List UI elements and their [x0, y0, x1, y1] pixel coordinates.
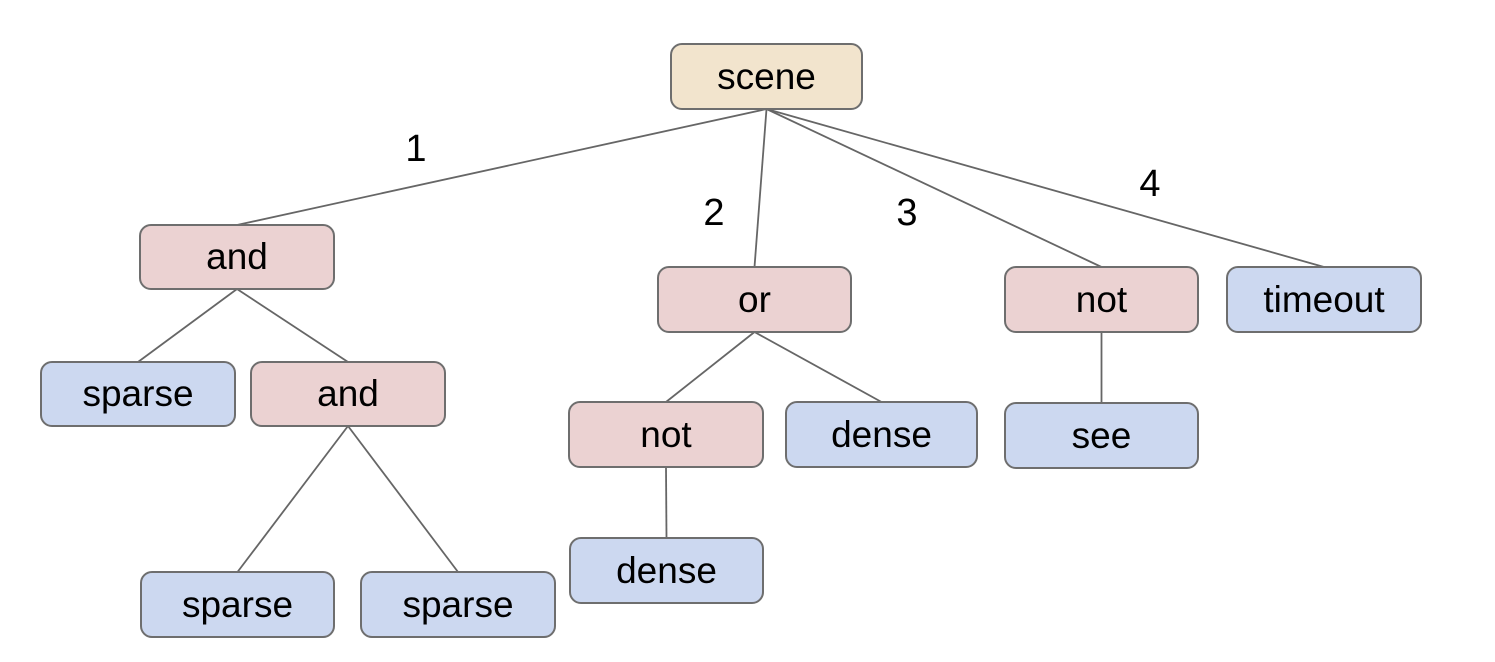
node-label: and: [317, 373, 379, 414]
node-label: not: [1075, 278, 1128, 320]
tree-edge-scene-and-1: [236, 108, 767, 226]
tree-node-dense-2: dense: [569, 537, 764, 604]
tree-node-sparse-3: sparse: [360, 571, 556, 638]
node-label: dense: [616, 549, 717, 591]
tree-node-or-1: or: [657, 266, 852, 333]
tree-edge-and-1-and-2: [236, 288, 349, 363]
tree-node-see-1: see: [1004, 402, 1199, 469]
tree-node-timeout-1: timeout: [1226, 266, 1422, 333]
node-label: sparse: [82, 373, 194, 414]
node-label: or: [738, 278, 771, 320]
node-label: sparse: [402, 583, 514, 625]
edge-label-4: 4: [1139, 163, 1161, 205]
tree-node-not-1: not: [568, 401, 764, 468]
tree-node-dense-1: dense: [785, 401, 978, 468]
node-label: timeout: [1263, 278, 1385, 320]
tree-edge-and-2-sparse-2: [236, 425, 349, 573]
node-label: dense: [831, 413, 932, 455]
tree-edge-and-2-sparse-3: [347, 425, 459, 573]
tree-edge-or-1-not-1: [665, 331, 756, 403]
edge-label-1: 1: [405, 128, 427, 170]
tree-node-and-1: and: [139, 224, 335, 290]
tree-node-scene: scene: [670, 43, 863, 110]
tree-node-sparse-1: sparse: [40, 361, 236, 427]
tree-edge-or-1-dense-1: [754, 331, 882, 403]
tree-edge-and-1-sparse-1: [137, 288, 238, 363]
node-label: scene: [717, 55, 816, 97]
edge-label-3: 3: [896, 192, 918, 234]
tree-edge-scene-not-2: [766, 108, 1102, 268]
node-label: not: [640, 413, 692, 455]
tree-node-not-2: not: [1004, 266, 1199, 333]
node-label: and: [206, 236, 268, 277]
tree-edge-not-1-dense-2: [665, 466, 668, 539]
edge-label-2: 2: [703, 192, 725, 234]
tree-node-sparse-2: sparse: [140, 571, 335, 638]
tree-edge-scene-or-1: [753, 108, 768, 268]
tree-node-and-2: and: [250, 361, 446, 427]
tree-edge-scene-timeout-1: [766, 108, 1325, 268]
node-label: sparse: [181, 583, 294, 625]
node-label: see: [1071, 414, 1132, 456]
